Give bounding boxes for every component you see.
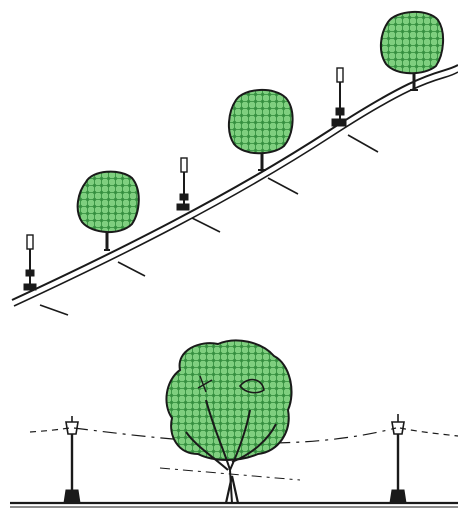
tree xyxy=(165,339,293,504)
road-edge-lower xyxy=(13,71,458,307)
curb-mark xyxy=(117,261,146,277)
tree xyxy=(380,11,444,91)
curb-mark xyxy=(347,134,379,153)
overhead-wire-left xyxy=(29,427,73,433)
road-edge-upper xyxy=(11,64,458,301)
street-lamp xyxy=(389,414,407,504)
curb-mark xyxy=(267,177,299,195)
bottom-view xyxy=(10,339,458,508)
street-lamp xyxy=(63,416,81,504)
street-lamp xyxy=(23,234,37,291)
tree xyxy=(228,89,294,171)
street-lamp xyxy=(331,67,347,127)
top-view xyxy=(11,11,458,316)
tree xyxy=(76,170,140,251)
street-lamp xyxy=(176,157,190,211)
curb-marks xyxy=(39,134,379,316)
curb-mark xyxy=(39,304,69,316)
overhead-wire-right xyxy=(399,427,458,437)
curb-mark xyxy=(191,217,221,233)
